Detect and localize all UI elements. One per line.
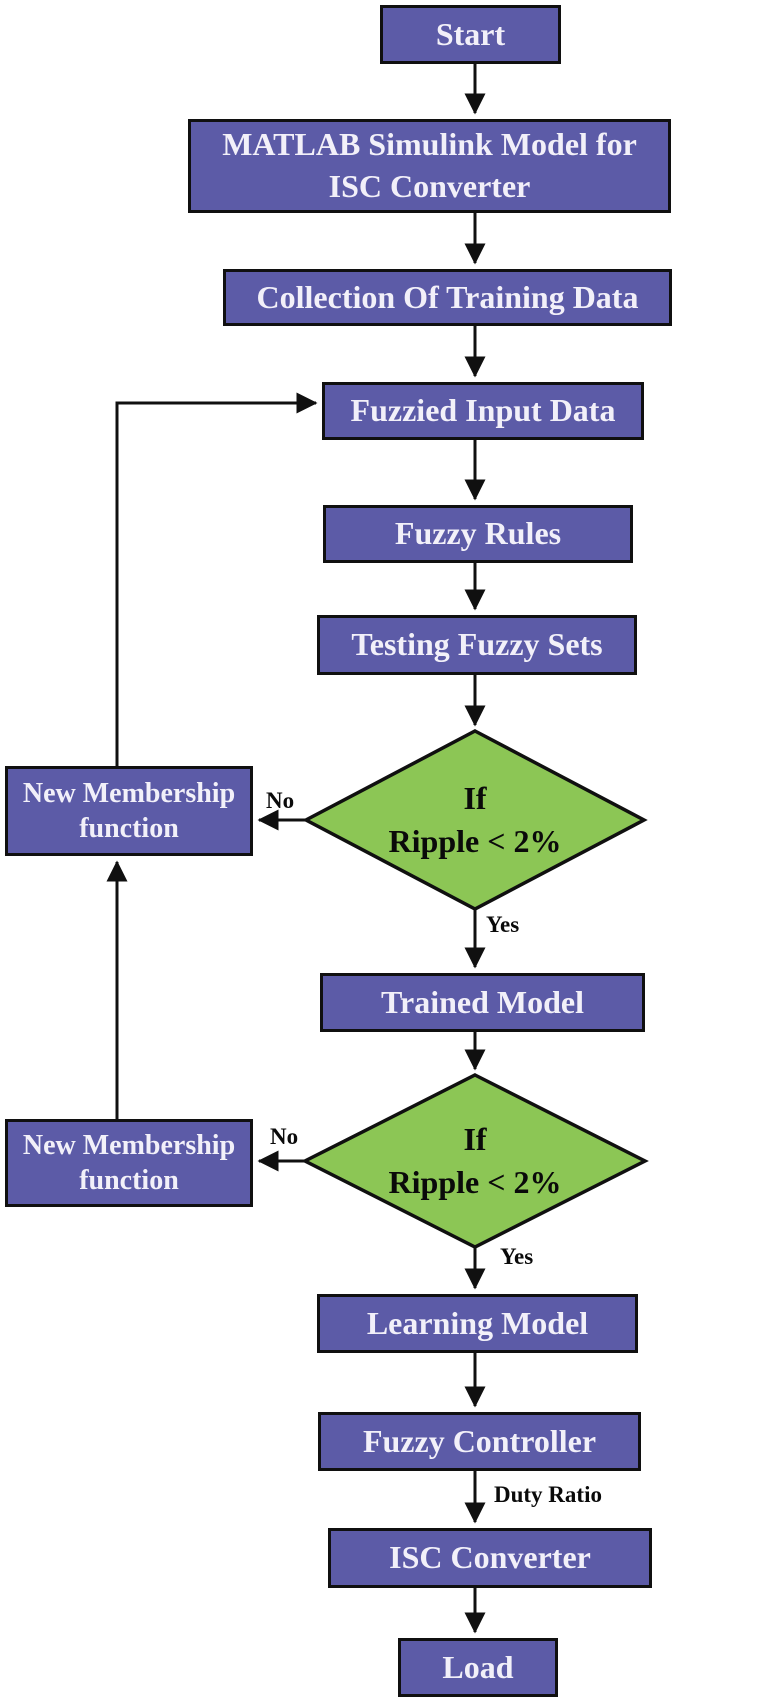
edge-label-duty-ratio: Duty Ratio <box>494 1482 602 1507</box>
node-isc-converter: ISC Converter <box>328 1528 652 1588</box>
node-fuzzied-input-data: Fuzzied Input Data <box>322 382 644 440</box>
node-start: Start <box>380 5 561 64</box>
edge-label-yes-1: Yes <box>486 912 520 937</box>
decision1-diamond <box>302 729 648 911</box>
node-decision1-label: If Ripple < 2% <box>388 780 562 859</box>
node-new-membership-function-1: New Membership function <box>5 766 253 856</box>
node-testing-fuzzy-sets: Testing Fuzzy Sets <box>317 615 637 675</box>
edge-label-no-2: No <box>270 1124 299 1149</box>
node-collection-of-training-data: Collection Of Training Data <box>223 269 672 326</box>
node-trained-model: Trained Model <box>320 973 645 1032</box>
node-fuzzy-controller: Fuzzy Controller <box>318 1412 641 1471</box>
node-matlab-simulink-model: MATLAB Simulink Model for ISC Converter <box>188 119 671 213</box>
node-load: Load <box>398 1638 558 1697</box>
edge-label-no-1: No <box>266 788 295 813</box>
edge-label-yes-2: Yes <box>500 1244 534 1269</box>
node-fuzzy-rules: Fuzzy Rules <box>323 505 633 563</box>
arrow-feedback-to-fuzzied-input <box>115 392 318 766</box>
decision2-diamond <box>301 1073 649 1249</box>
node-new-membership-function-2: New Membership function <box>5 1119 253 1207</box>
node-decision2-label: If Ripple < 2% <box>388 1121 562 1200</box>
node-learning-model: Learning Model <box>317 1294 638 1353</box>
